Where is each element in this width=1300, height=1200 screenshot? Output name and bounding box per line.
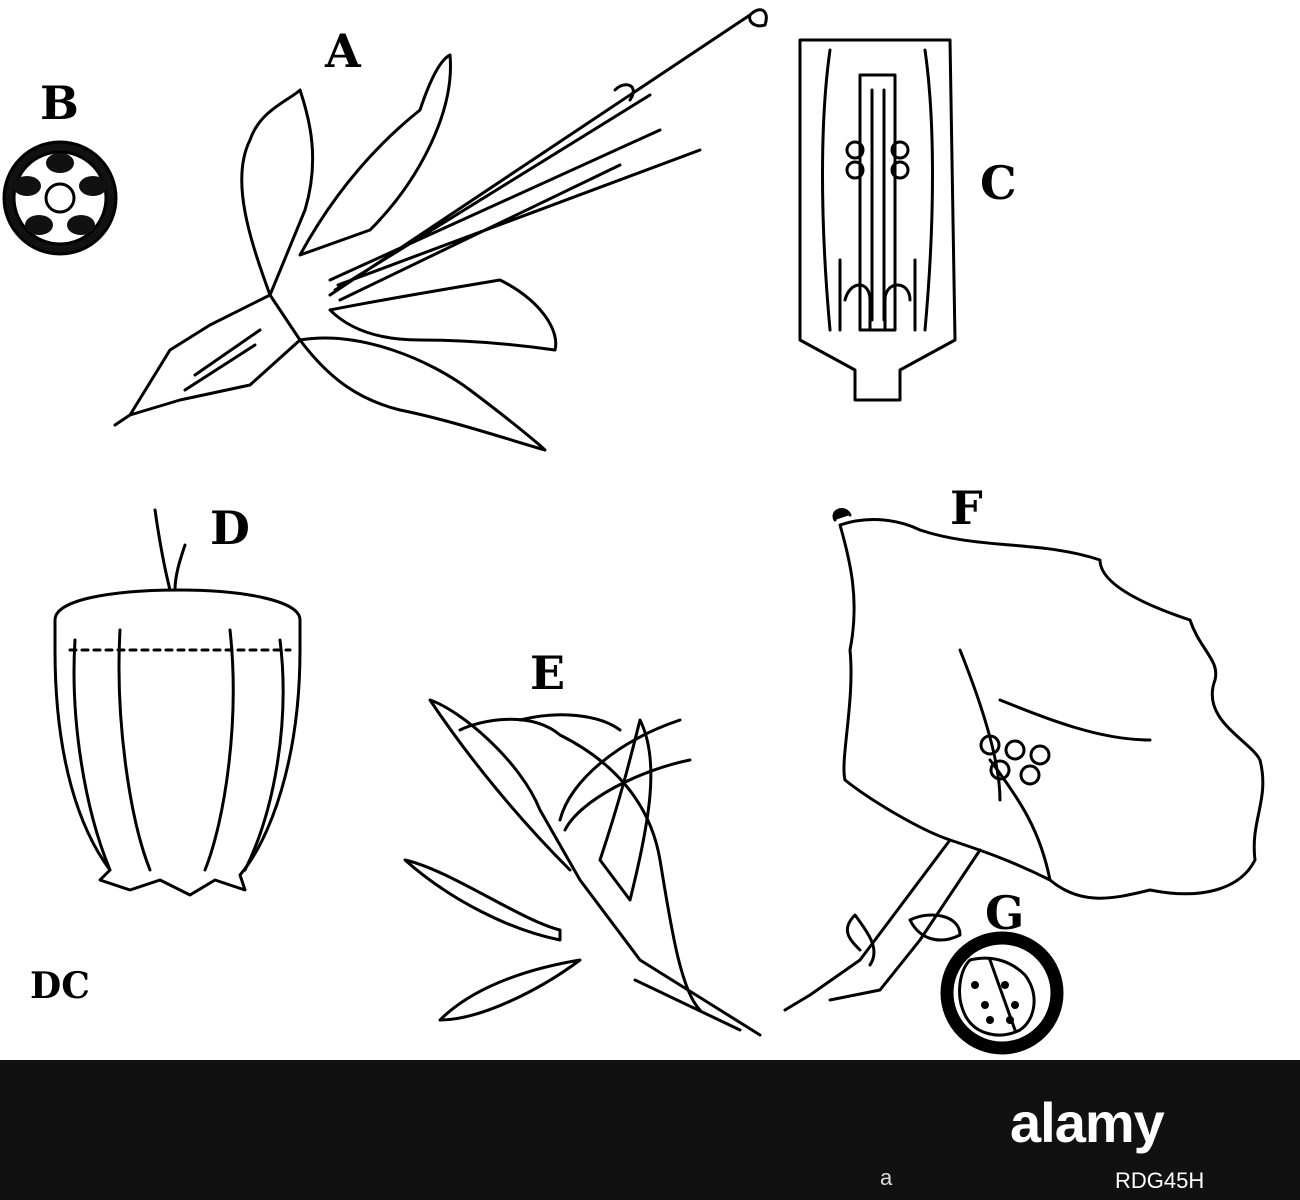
- figure-f-corolla: [783, 508, 1265, 1012]
- watermark-text: a: [880, 1165, 893, 1190]
- label-e: E: [530, 646, 566, 700]
- label-g: G: [985, 886, 1025, 940]
- figure-c-longitudinal-section: [798, 38, 957, 402]
- label-f: F: [950, 481, 983, 535]
- brand-logo: alamy: [1010, 1091, 1165, 1154]
- label-a: A: [325, 24, 361, 78]
- label-c: C: [980, 156, 1017, 210]
- label-b: B: [40, 76, 79, 130]
- stock-footer: alamy: [0, 1060, 1300, 1200]
- figure-e-flower: [403, 698, 762, 1037]
- figure-g-ovary-section: [940, 931, 1064, 1055]
- figure-d-capsule: [53, 508, 302, 897]
- image-code: RDG45H: [1115, 1168, 1205, 1193]
- figure-b-cross-section: [2, 140, 118, 256]
- artist-monogram: DC: [30, 965, 90, 1007]
- figure-a-flower: [113, 8, 768, 452]
- botanical-plate: [2, 8, 1265, 1055]
- label-d: D: [210, 501, 250, 555]
